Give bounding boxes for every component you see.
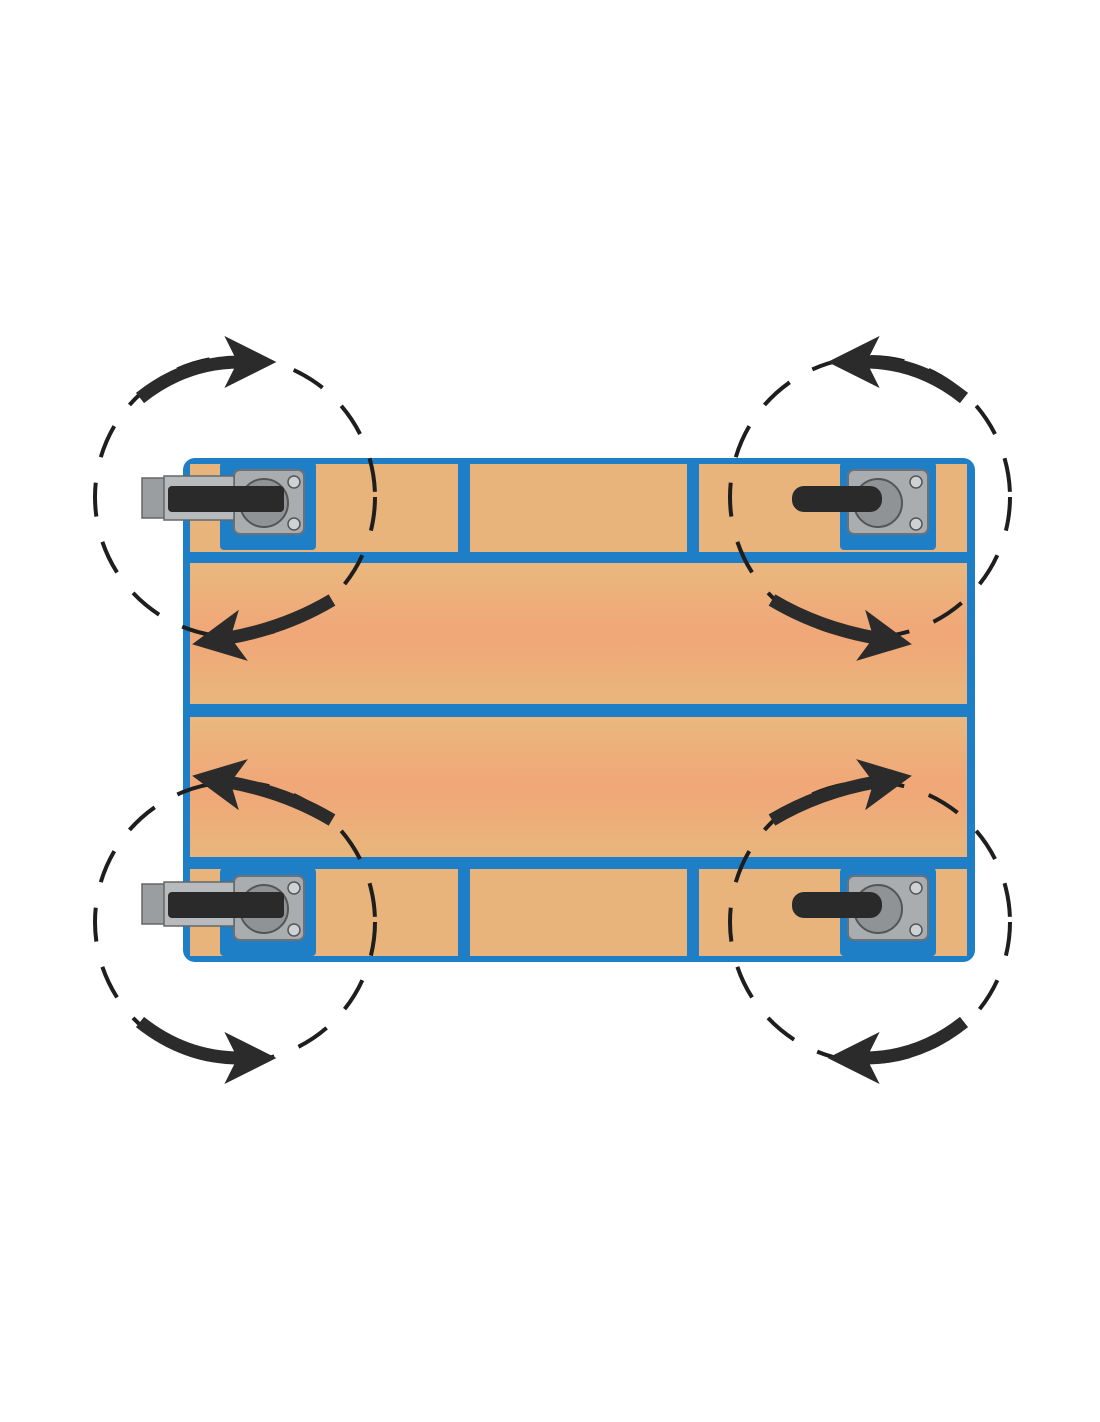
rotation-arrow-icon: [135, 336, 277, 404]
rotation-arrow-icon: [827, 1016, 969, 1084]
trolley-platform: [183, 458, 975, 962]
rotation-arrow-icon: [827, 336, 969, 404]
rotation-arrow-icon: [768, 759, 912, 826]
rotation-arrow-icon: [135, 1016, 277, 1084]
rotation-arrow-icon: [192, 759, 336, 826]
deck-panel: [470, 869, 687, 956]
swivel-path-top-left: [93, 355, 377, 639]
swivel-path-top-right: [728, 355, 1012, 639]
rotation-arrow-icon: [768, 594, 912, 661]
caster-top-left: [141, 461, 317, 551]
deck-panel: [470, 464, 687, 552]
swivel-path-bottom-right: [728, 780, 1012, 1064]
rotation-arrow-icon: [192, 594, 336, 661]
swivel-path-bottom-left: [93, 780, 377, 1064]
caster-bottom-left: [141, 867, 317, 957]
